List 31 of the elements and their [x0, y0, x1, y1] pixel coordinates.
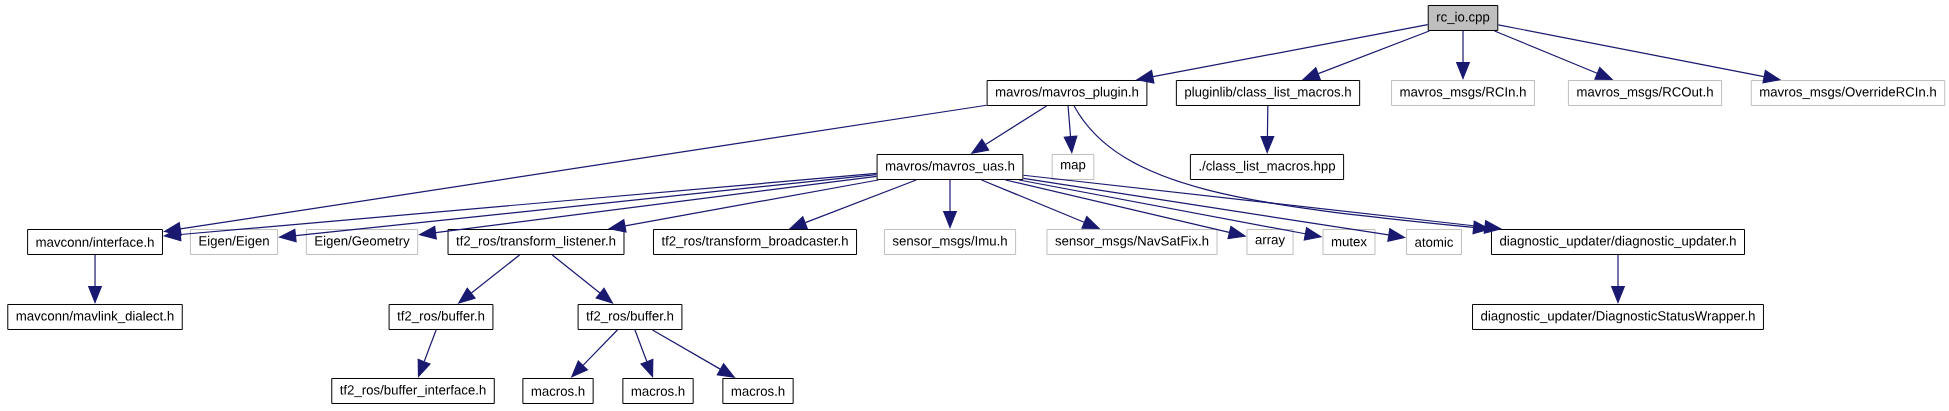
header-file-box: diagnostic_updater/diagnostic_updater.h — [1491, 229, 1746, 255]
header-file-box: tf2_ros/buffer.h — [388, 304, 494, 330]
external-header-box: mutex — [1322, 229, 1376, 255]
source-file-box: rc_io.cpp — [1427, 5, 1499, 31]
header-file-box: mavconn/mavlink_dialect.h — [7, 304, 183, 330]
header-file-box: ./class_list_macros.hpp — [1189, 154, 1345, 180]
arrow — [417, 329, 437, 378]
header-file-box: tf2_ros/buffer.h — [577, 304, 683, 330]
arrow — [634, 329, 654, 378]
external-header-box: mavros_msgs/OverrideRCIn.h — [1750, 80, 1946, 106]
header-file-box: pluginlib/class_list_macros.h — [1175, 80, 1361, 106]
header-file-box: tf2_ros/buffer_interface.h — [331, 378, 495, 404]
header-file-box: tf2_ros/transform_listener.h — [447, 229, 625, 255]
header-file-box: macros.h — [522, 378, 594, 404]
external-header-box: Eigen/Geometry — [305, 229, 419, 255]
header-file-box: mavconn/interface.h — [27, 229, 163, 255]
header-file-box: macros.h — [622, 378, 694, 404]
external-header-box: mavros_msgs/RCIn.h — [1391, 80, 1535, 106]
header-file-box: macros.h — [722, 378, 794, 404]
external-header-box: sensor_msgs/Imu.h — [883, 229, 1017, 255]
external-header-box: array — [1246, 229, 1294, 255]
arrow — [551, 254, 614, 304]
header-file-box: mavros/mavros_uas.h — [876, 154, 1024, 180]
header-file-box: diagnostic_updater/DiagnosticStatusWrapper.h — [1472, 304, 1764, 330]
external-header-box: map — [1051, 154, 1095, 180]
external-header-box: sensor_msgs/NavSatFix.h — [1046, 229, 1218, 255]
header-file-box: tf2_ros/transform_broadcaster.h — [652, 229, 858, 255]
external-header-box: Eigen/Eigen — [189, 229, 279, 255]
external-header-box: atomic — [1406, 229, 1462, 255]
header-file-box: mavros/mavros_plugin.h — [986, 80, 1148, 106]
external-header-box: mavros_msgs/RCOut.h — [1567, 80, 1723, 106]
